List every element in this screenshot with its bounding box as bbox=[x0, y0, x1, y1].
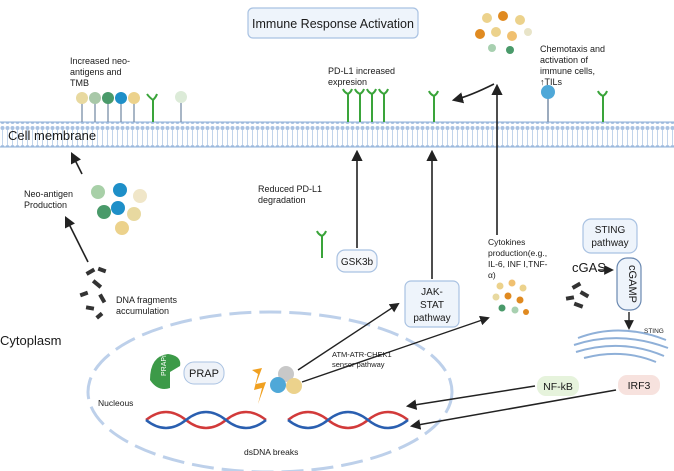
chemotaxis-label-3: immune cells, bbox=[540, 66, 595, 76]
atm-label-2: sensor pathway bbox=[332, 360, 385, 369]
neo-antigens-label-1: Increased neo- bbox=[70, 56, 130, 66]
svg-text:NF-kB: NF-kB bbox=[543, 381, 573, 393]
sensor-complex bbox=[270, 366, 302, 394]
cell-membrane-label: Cell membrane bbox=[8, 128, 96, 143]
cytokines-label-3: IL-6, INF I,TNF- bbox=[488, 259, 548, 269]
nucleus-boundary bbox=[86, 310, 454, 471]
cytokine-cluster-top bbox=[475, 11, 532, 54]
neo-antigens-label-2: antigens and bbox=[70, 67, 122, 77]
cytokines-label-1: Cytokines bbox=[488, 237, 525, 247]
parpi-label: PRAPi bbox=[161, 355, 168, 376]
neo-antigens-label-3: TMB bbox=[70, 78, 89, 88]
page-title: Immune Response Activation bbox=[252, 17, 414, 31]
arrow-sensor-to-cytokines bbox=[301, 315, 490, 383]
neo-antigen-production-label-2: Production bbox=[24, 200, 67, 210]
pdl1-increase-label-1: PD-L1 increased bbox=[328, 66, 395, 76]
gsk3b-box: GSK3b bbox=[336, 249, 378, 273]
nucleous-label: Nucleous bbox=[98, 398, 133, 408]
neo-antigen-cluster bbox=[91, 183, 147, 235]
pdl1-increase-label-2: expresion bbox=[328, 77, 367, 87]
nfkb-box: NF-kB bbox=[537, 376, 579, 396]
dna-helix-right bbox=[287, 410, 409, 430]
lightning-icon bbox=[252, 368, 266, 404]
jak-stat-box: JAK- STAT pathway bbox=[404, 280, 460, 328]
cytoplasm-label: Cytoplasm bbox=[0, 333, 61, 348]
parp-protein: PRAPi bbox=[150, 354, 181, 389]
svg-text:pathway: pathway bbox=[413, 313, 450, 324]
cgamp-box: cGAMP bbox=[616, 257, 642, 311]
pdl1-receptors bbox=[342, 88, 608, 122]
svg-text:JAK-: JAK- bbox=[421, 287, 443, 298]
pdl1-receptor-cytoplasm bbox=[316, 230, 327, 258]
svg-text:STING: STING bbox=[595, 225, 626, 236]
arrow-fragments-to-antigens bbox=[64, 215, 89, 263]
reduced-pdl1-label-1: Reduced PD-L1 bbox=[258, 184, 322, 194]
arrow-nfkb-to-dna bbox=[405, 385, 536, 410]
endoplasmic-reticulum bbox=[573, 329, 669, 363]
dna-fragments-label-1: DNA fragments bbox=[116, 295, 178, 305]
svg-text:GSK3b: GSK3b bbox=[341, 257, 374, 268]
arrow-irf3-to-dna bbox=[409, 389, 617, 430]
svg-text:STAT: STAT bbox=[420, 300, 444, 311]
arrow-sensor-to-jakstat bbox=[297, 302, 400, 371]
cytokines-label-2: production(e.g., bbox=[488, 248, 547, 258]
dna-fragments-sting bbox=[565, 281, 590, 309]
cgas-label: cGAS bbox=[572, 260, 606, 275]
sting-label: STING bbox=[644, 328, 664, 335]
svg-text:cGAMP: cGAMP bbox=[626, 265, 638, 303]
cytokine-cluster-cytoplasm bbox=[492, 279, 529, 315]
dsdna-breaks-label: dsDNA breaks bbox=[244, 447, 298, 457]
atm-label-1: ATM-ATR-CHEK1 bbox=[332, 350, 392, 359]
chemotaxis-label-2: activation of bbox=[540, 55, 589, 65]
arrow-antigens-to-membrane bbox=[70, 151, 83, 175]
arrow-cytokines-to-pdl1 bbox=[451, 83, 495, 104]
chemotaxis-label-1: Chemotaxis and bbox=[540, 44, 605, 54]
immune-receptor bbox=[541, 85, 555, 122]
dna-fragments bbox=[79, 266, 107, 320]
sting-pathway-box: STING pathway bbox=[582, 218, 638, 254]
prap-box: PRAP bbox=[183, 361, 225, 385]
svg-text:pathway: pathway bbox=[591, 238, 628, 249]
dna-fragments-label-2: accumulation bbox=[116, 306, 169, 316]
chemotaxis-label-4: ↑TILs bbox=[540, 77, 563, 87]
cytokines-label-4: α) bbox=[488, 270, 496, 280]
title-box: Immune Response Activation bbox=[247, 7, 419, 39]
dna-helix-left bbox=[145, 410, 267, 430]
neo-antigen-production-label-1: Neo-antigen bbox=[24, 189, 73, 199]
membrane-antigens bbox=[76, 91, 187, 122]
svg-text:PRAP: PRAP bbox=[189, 368, 219, 380]
reduced-pdl1-label-2: degradation bbox=[258, 195, 306, 205]
irf3-box: IRF3 bbox=[618, 375, 660, 395]
svg-text:IRF3: IRF3 bbox=[628, 380, 651, 392]
cell-membrane bbox=[0, 121, 674, 148]
